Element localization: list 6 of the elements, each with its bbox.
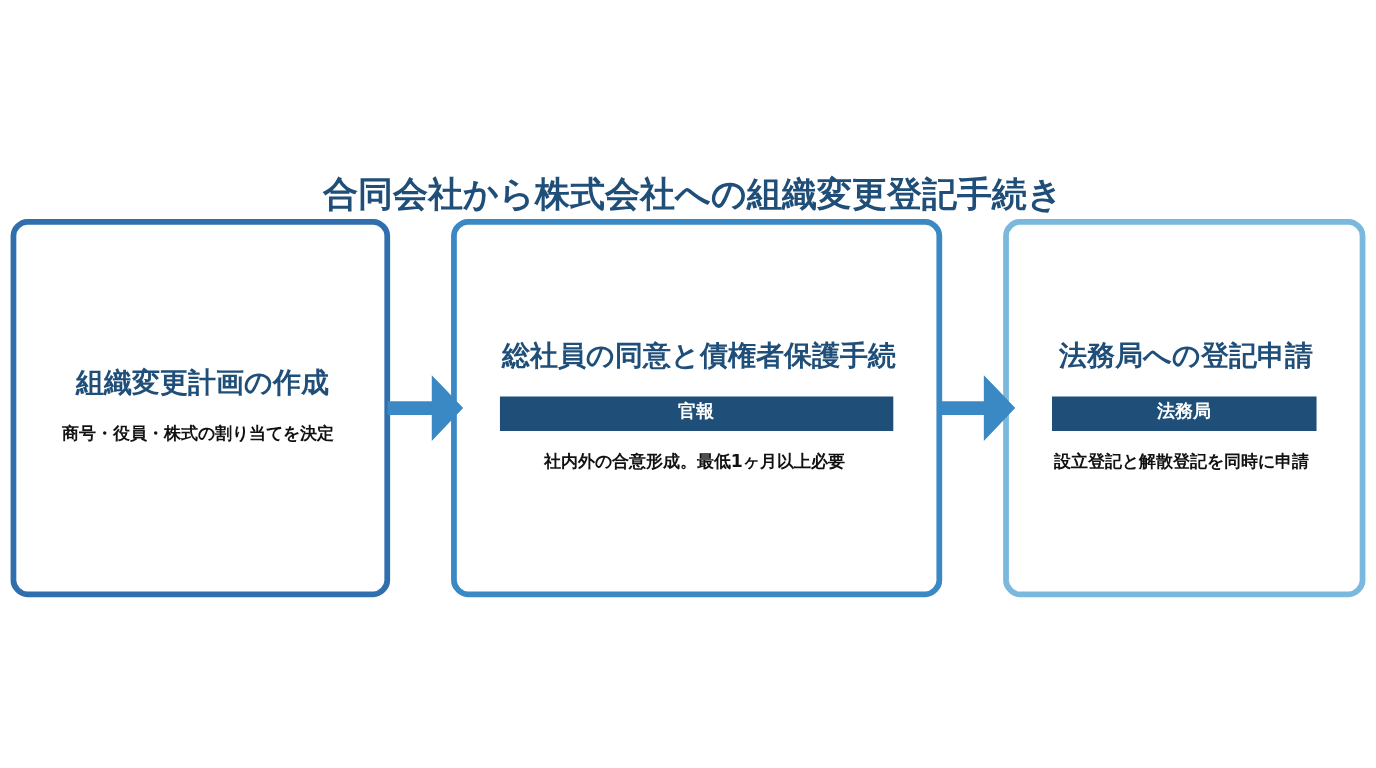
diagram-title: 合同会社から株式会社への組織変更登記手続き xyxy=(323,173,1064,214)
node-box: 法務局への登記申請 法務局 設立登記と解散登記を同時に申請 xyxy=(1003,218,1366,597)
node-box: 組織変更計画の作成 商号・役員・株式の割り当てを決定 xyxy=(10,218,391,597)
arrow xyxy=(939,374,1016,441)
arrow xyxy=(387,374,464,441)
node-box: 総社員の同意と債権者保護手続 官報 社内外の合意形成。最低1ヶ月以上必要 xyxy=(451,218,943,597)
